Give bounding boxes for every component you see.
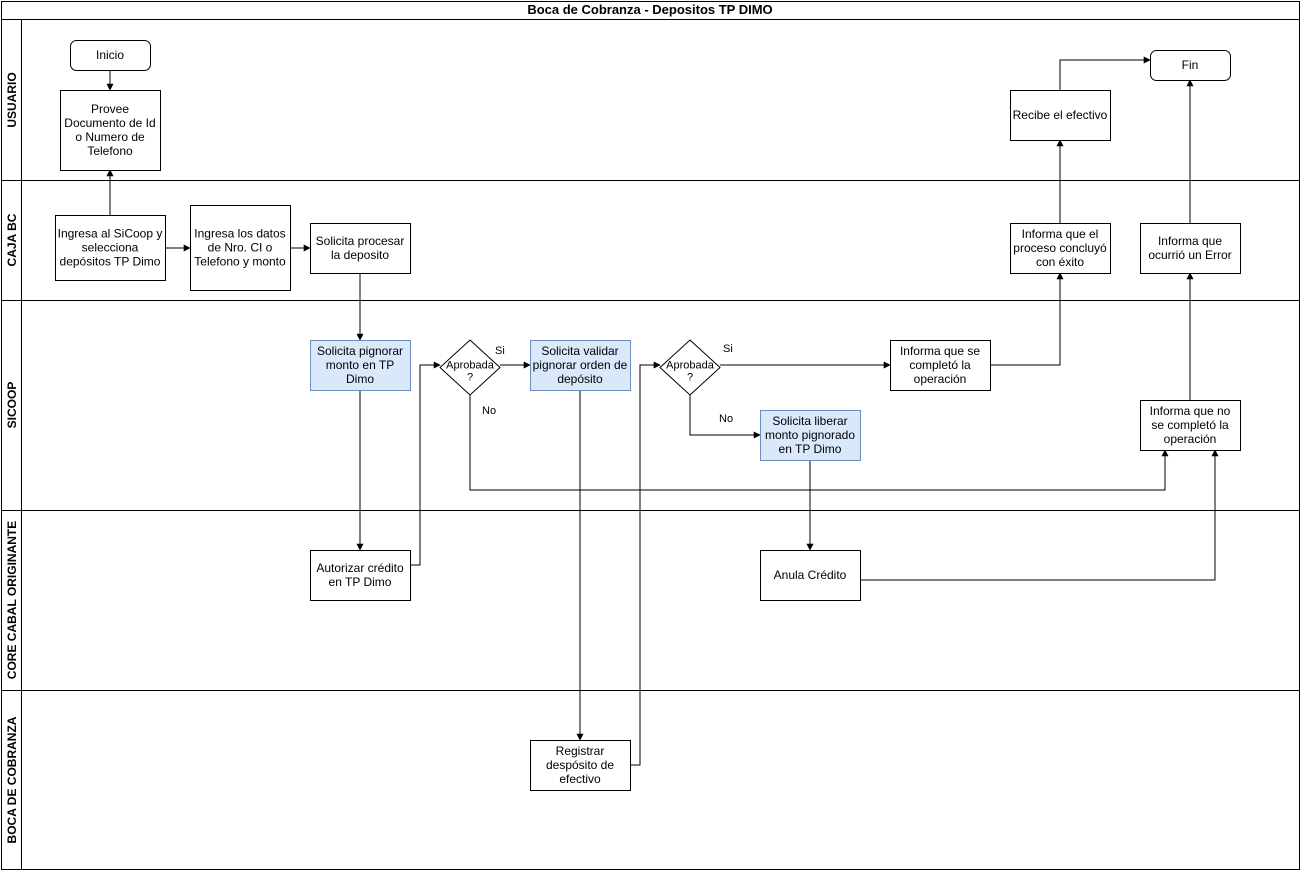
edge-aprobada2-to-solicita_liberar (689, 393, 761, 439)
process-shape (530, 340, 631, 391)
node-aprobada2[interactable]: Aprobada? (659, 339, 721, 396)
node-recibe[interactable]: Recibe el efectivo (1010, 90, 1111, 141)
node-anula[interactable]: Anula Crédito (760, 550, 861, 601)
edge-recibe-to-fin (1059, 56, 1151, 90)
process-shape (55, 215, 166, 281)
terminal-shape (70, 40, 151, 71)
process-shape (1140, 223, 1241, 274)
process-shape (890, 340, 991, 391)
process-shape (310, 340, 411, 391)
node-label: Fin (1182, 58, 1199, 72)
process-shape (760, 410, 861, 461)
edge-label-aprobada1-no: No (482, 405, 496, 417)
lane-label-sicoop: SICOOP (5, 382, 19, 429)
process-shape (530, 740, 631, 791)
edge-label-aprobada2-si: Si (723, 343, 733, 355)
process-shape (310, 223, 411, 274)
edge-aprobada1-to-informa_no_completo (469, 393, 1169, 491)
diagram-title: Boca de Cobranza - Depositos TP DIMO (527, 2, 772, 17)
edge-informa_completo-to-informa_exito (990, 272, 1064, 366)
node-aprobada1[interactable]: Aprobada? (439, 339, 501, 396)
edge-registrar-to-aprobada2 (630, 361, 661, 766)
lane-label-usuario: USUARIO (5, 72, 19, 127)
node-label: Anula Crédito (774, 568, 847, 582)
node-fin[interactable]: Fin (1150, 50, 1231, 81)
decision-shape (439, 339, 501, 396)
node-label: Aprobada? (666, 360, 715, 384)
node-label: Inicio (96, 48, 124, 62)
lane-label-boca_cobranza: BOCA DE COBRANZA (5, 716, 19, 843)
node-label: Recibe el efectivo (1013, 108, 1108, 122)
edge-label-aprobada1-si: Si (495, 345, 505, 357)
process-shape (1010, 90, 1111, 141)
node-label: Aprobada? (446, 360, 495, 384)
lane-label-caja_bc: CAJA BC (5, 213, 19, 266)
process-shape (1010, 223, 1111, 274)
edge-autorizar-to-aprobada1 (410, 361, 441, 566)
terminal-shape (1150, 50, 1231, 81)
process-shape (190, 205, 291, 291)
decision-shape (659, 339, 721, 396)
process-shape (1140, 400, 1241, 451)
process-shape (760, 550, 861, 601)
edge-anula-to-informa_no_completo (860, 449, 1219, 581)
lane-label-core_cabal: CORE CABAL ORIGINANTE (5, 521, 19, 679)
node-inicio[interactable]: Inicio (70, 40, 151, 71)
edge-label-aprobada2-no: No (719, 413, 733, 425)
process-shape (310, 550, 411, 601)
process-shape (60, 90, 161, 171)
